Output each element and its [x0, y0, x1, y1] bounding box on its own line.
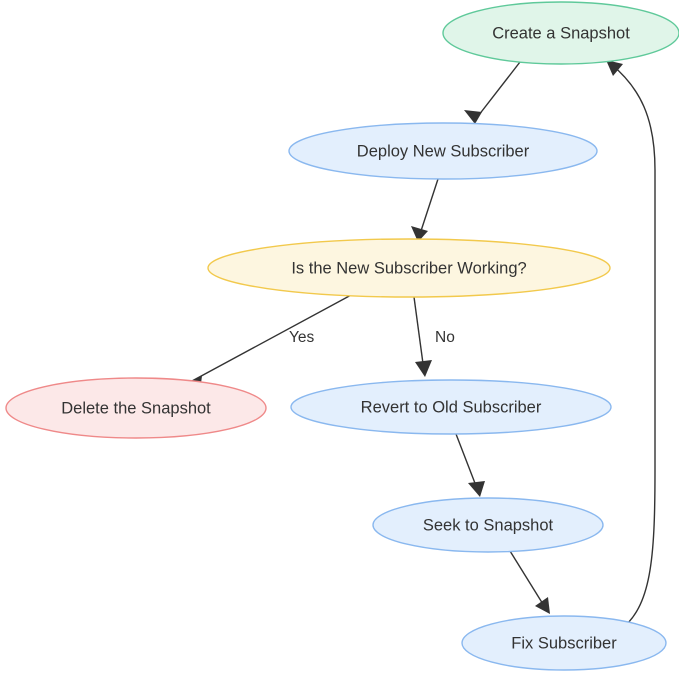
edge-line [418, 178, 439, 238]
edge-line [610, 63, 656, 631]
edge-deploy-to-is-working [411, 178, 439, 242]
node-layer: Create a Snapshot Deploy New Subscriber … [5, 1, 679, 671]
edge-line [191, 293, 354, 382]
node-label: Seek to Snapshot [423, 516, 554, 534]
edge-line [455, 433, 479, 492]
node-shape[interactable] [372, 497, 604, 553]
edge-line [413, 296, 425, 372]
arrow-head-icon [468, 481, 485, 497]
edge-is-working-to-revert: No [413, 296, 455, 377]
node-label: Create a Snapshot [492, 24, 630, 42]
node-delete-the-snapshot[interactable]: Delete the Snapshot [5, 377, 267, 439]
node-revert-to-old-subscriber[interactable]: Revert to Old Subscriber [290, 379, 612, 435]
arrow-head-icon [415, 360, 432, 377]
node-shape[interactable] [461, 615, 667, 671]
node-seek-to-snapshot[interactable]: Seek to Snapshot [372, 497, 604, 553]
edge-line [474, 61, 521, 121]
node-deploy-new-subscriber[interactable]: Deploy New Subscriber [288, 122, 598, 180]
edge-label-no: No [435, 329, 455, 346]
node-fix-subscriber[interactable]: Fix Subscriber [461, 615, 667, 671]
node-label: Is the New Subscriber Working? [291, 259, 526, 277]
arrow-head-icon [464, 110, 482, 124]
node-shape[interactable] [290, 379, 612, 435]
node-label: Deploy New Subscriber [357, 142, 530, 160]
edge-fix-to-create-snapshot [606, 60, 656, 631]
edge-create-snapshot-to-deploy [464, 61, 521, 124]
edge-label-yes: Yes [289, 329, 315, 346]
node-shape[interactable] [207, 238, 611, 298]
node-create-snapshot[interactable]: Create a Snapshot [442, 1, 679, 65]
node-label: Fix Subscriber [511, 634, 617, 652]
node-shape[interactable] [442, 1, 679, 65]
node-shape[interactable] [5, 377, 267, 439]
arrow-head-icon [411, 226, 428, 242]
edge-line [509, 550, 547, 610]
node-label: Revert to Old Subscriber [361, 398, 542, 416]
node-label: Delete the Snapshot [61, 399, 211, 417]
edge-is-working-to-delete-snapshot: Yes [186, 293, 354, 391]
arrow-head-icon [535, 597, 550, 614]
node-shape[interactable] [288, 122, 598, 180]
arrow-head-icon [606, 60, 623, 76]
edge-revert-to-seek [455, 433, 485, 497]
edge-seek-to-fix [509, 550, 550, 614]
node-is-new-subscriber-working[interactable]: Is the New Subscriber Working? [207, 238, 611, 298]
